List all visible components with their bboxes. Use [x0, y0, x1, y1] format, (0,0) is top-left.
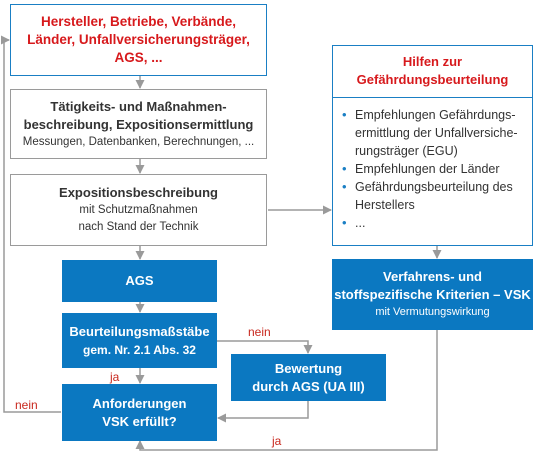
- arrow-bewertung-to-anforderungen: [217, 401, 309, 423]
- exposition-title: Expositionsbeschreibung: [59, 185, 218, 200]
- verfahren-line-2: stoffspezifische Kriterien – VSK: [334, 287, 531, 302]
- hilfen-item-laender: Empfehlungen der Länder: [342, 160, 524, 178]
- hersteller-line-3: AGS, ...: [114, 50, 163, 65]
- box-ags: AGS: [62, 260, 217, 302]
- hilfen-item-egu: Empfehlungen Gefährdungs- ermittlung der…: [342, 106, 524, 160]
- label-nein-top: nein: [248, 325, 271, 339]
- box-beurteilung: Beurteilungsmaßstäbe gem. Nr. 2.1 Abs. 3…: [62, 313, 217, 368]
- taetigkeit-line-1: Tätigkeits- und Maßnahmen-: [50, 98, 227, 114]
- ags-label: AGS: [125, 273, 154, 288]
- box-verfahren: Verfahrens- und stoffspezifische Kriteri…: [332, 259, 533, 330]
- hilfen-title-1: Hilfen zur: [402, 54, 463, 69]
- label-ja-bottom: ja: [272, 434, 282, 448]
- box-taetigkeit: Tätigkeits- und Maßnahmen- beschreibung,…: [10, 89, 267, 159]
- label-nein-left: nein: [15, 398, 38, 412]
- anforderungen-line-2: VSK erfüllt?: [102, 413, 177, 429]
- bewertung-line-2: durch AGS (UA III): [252, 378, 365, 394]
- anforderungen-line-1: Anforderungen: [92, 395, 187, 411]
- arrow-nein-to-bewertung: [216, 340, 313, 354]
- hilfen-item-more: ...: [342, 214, 524, 232]
- box-bewertung: Bewertung durch AGS (UA III): [231, 354, 386, 401]
- verfahren-sub: mit Vermutungswirkung: [375, 306, 490, 318]
- label-ja-left: ja: [110, 370, 120, 384]
- beurteilung-line-2: gem. Nr. 2.1 Abs. 32: [83, 342, 196, 357]
- box-hilfen: Hilfen zur Gefährdungsbeurteilung Empfeh…: [332, 45, 533, 246]
- arrow-verfahren-ja-to-anforderungen: [135, 330, 438, 451]
- hersteller-line-2: Länder, Unfallversicherungsträger,: [27, 32, 250, 47]
- box-anforderungen: Anforderungen VSK erfüllt?: [62, 384, 217, 441]
- hilfen-list: Empfehlungen Gefährdungs- ermittlung der…: [333, 106, 532, 232]
- exposition-sub-1: mit Schutzmaßnahmen: [79, 204, 198, 216]
- beurteilung-line-1: Beurteilungsmaßstäbe: [69, 323, 210, 339]
- taetigkeit-sub: Messungen, Datenbanken, Berechnungen, ..…: [22, 135, 255, 148]
- hersteller-line-1: Hersteller, Betriebe, Verbände,: [40, 14, 237, 29]
- exposition-sub-2: nach Stand der Technik: [78, 221, 199, 233]
- verfahren-line-1: Verfahrens- und: [383, 269, 482, 284]
- arrow-nein-loop-to-hersteller: [1, 35, 61, 413]
- taetigkeit-line-2: beschreibung, Expositionsermittlung: [23, 116, 254, 132]
- hilfen-item-hersteller: Gefährdungsbeurteilung des Herstellers: [342, 178, 524, 214]
- bewertung-line-1: Bewertung: [274, 360, 343, 376]
- box-hersteller: Hersteller, Betriebe, Verbände, Länder, …: [10, 4, 267, 76]
- box-exposition: Expositionsbeschreibung mit Schutzmaßnah…: [10, 174, 267, 246]
- hilfen-title-2: Gefährdungsbeurteilung: [356, 72, 509, 87]
